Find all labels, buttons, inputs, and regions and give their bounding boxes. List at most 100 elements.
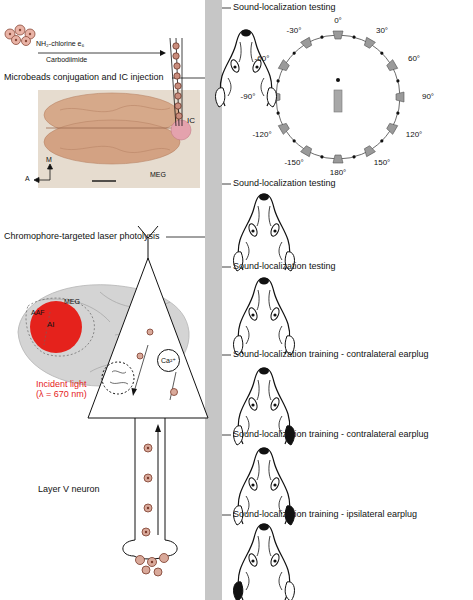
arena-dot: [396, 79, 400, 83]
ferret-head: [234, 278, 295, 356]
text-label: Sound-localization training - contralate…: [233, 350, 429, 360]
arena-dot: [276, 79, 280, 83]
arrow-head: [34, 178, 39, 183]
text-label: MEG: [150, 171, 166, 179]
bead-core: [147, 507, 149, 509]
microbead: [22, 37, 31, 46]
nucleus: [102, 362, 134, 394]
bead-core: [19, 29, 21, 31]
microbead: [171, 389, 178, 396]
text-label: -150°: [284, 159, 303, 168]
text-label: -120°: [252, 131, 271, 140]
text-label: Sound-localization testing: [233, 3, 336, 13]
microbead: [137, 353, 143, 359]
animal-platform: [334, 90, 342, 112]
microbead: [176, 113, 182, 119]
sulcus: [60, 105, 170, 152]
text-label: M: [46, 156, 52, 164]
text-label: -60°: [255, 55, 270, 64]
bead-cores: [145, 447, 153, 563]
text-label: NH₂-chlorine e₆: [36, 40, 84, 48]
arrow-head: [155, 424, 161, 432]
arena-dot: [352, 155, 356, 159]
arena-dot: [292, 51, 297, 56]
bead-core: [15, 39, 17, 41]
retrograde-arrow: [158, 430, 159, 535]
text-label: -30°: [287, 27, 302, 36]
text-label: AI: [47, 321, 55, 330]
leader-line: [222, 355, 231, 356]
text-label: AAF: [31, 309, 45, 317]
arena-circle: [276, 35, 400, 159]
speakers: [272, 31, 404, 163]
arena-dot: [320, 35, 324, 39]
microbead: [144, 474, 152, 482]
scale-bar: [92, 180, 116, 181]
brain-photo-background: [38, 90, 200, 188]
text-label: Carbodiimide: [46, 56, 87, 64]
arena-dot: [352, 35, 356, 39]
leader-line: [166, 237, 205, 238]
arena-dot: [276, 111, 280, 115]
text-label: MEG: [64, 298, 80, 306]
text-label: Sound-localization training - ipsilatera…: [233, 510, 417, 520]
arena-dot: [396, 111, 400, 115]
neuron: [88, 226, 208, 559]
orientation-line: [38, 180, 50, 181]
speaker: [363, 145, 376, 157]
speaker: [301, 37, 314, 49]
text-label: Sound-localization training - contralate…: [233, 430, 429, 440]
speaker: [278, 122, 290, 135]
leader-line: [222, 267, 231, 268]
microbead: [173, 43, 179, 49]
microbead: [12, 36, 21, 45]
text-label: Chromophore-targeted laser photolysis: [4, 232, 160, 242]
microbead: [142, 566, 150, 574]
text-label: IC: [187, 117, 195, 126]
arena-dot: [380, 139, 385, 144]
microbead: [154, 568, 162, 576]
pipette-line: [170, 38, 176, 126]
microbead: [175, 93, 181, 99]
text-label: Sound-localization testing: [233, 179, 336, 189]
bead-core: [9, 33, 11, 35]
bead-core: [151, 561, 153, 563]
text-label: 0°: [334, 17, 342, 26]
text-label: 180°: [330, 169, 347, 178]
laser-spot: [30, 301, 82, 353]
microbead: [175, 83, 181, 89]
ferret-head: [216, 30, 277, 108]
microbead: [160, 554, 169, 563]
orientation-line: [50, 168, 51, 180]
arena-dot: [292, 139, 297, 144]
text-label: 120°: [406, 131, 423, 140]
bead-core: [29, 33, 31, 35]
microbead: [144, 444, 152, 452]
bead-core: [25, 40, 27, 42]
pipette-line: [182, 38, 183, 126]
node-text: Ca²⁺: [161, 357, 176, 365]
leader-line: [222, 8, 231, 9]
reaction-arrow: [38, 53, 160, 54]
start-spout: [336, 78, 340, 82]
text-label: 90°: [422, 93, 434, 102]
bead-core: [145, 531, 147, 533]
bead-cores: [9, 29, 31, 42]
microbead: [148, 558, 157, 567]
microbead: [174, 63, 180, 69]
earplug: [234, 582, 243, 600]
pipette-beads: [173, 43, 182, 119]
speaker: [301, 145, 314, 157]
arrow-head: [132, 388, 138, 396]
leader-lines: [166, 8, 231, 515]
bead-core: [147, 477, 149, 479]
leader-line: [222, 184, 231, 185]
ferret-head: [234, 194, 295, 272]
text-label: A: [25, 175, 30, 183]
ion-circle: Ca²⁺: [157, 349, 180, 372]
axon-wall: [165, 418, 166, 540]
pipette: [170, 38, 182, 126]
chromatin: [110, 371, 128, 384]
arrow-head: [48, 164, 53, 169]
